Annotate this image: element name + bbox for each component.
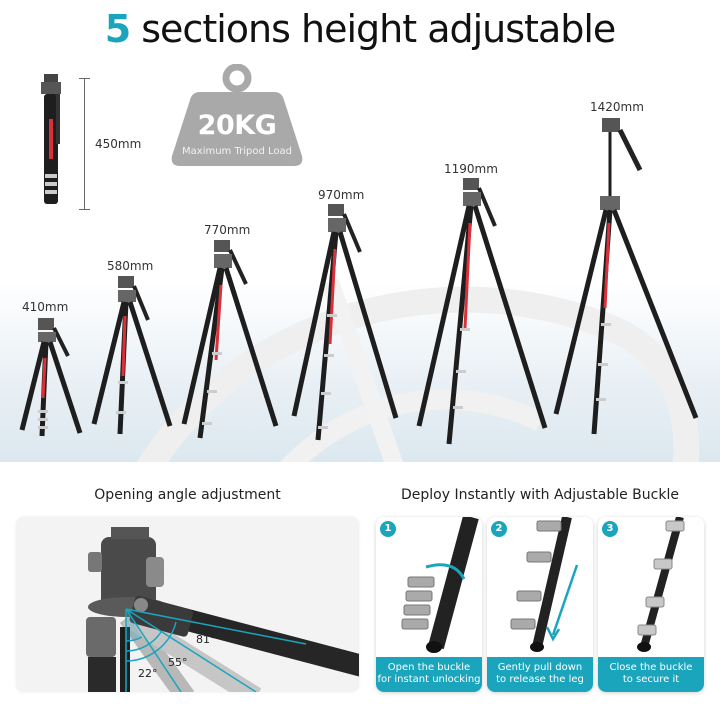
tripod-1190-image: [416, 178, 548, 445]
buckle-step-2-card: 2 Gently pull down to release the leg: [487, 517, 593, 692]
folded-height-label: 450mm: [95, 137, 142, 151]
angle-section-title: Opening angle adjustment: [94, 487, 281, 503]
height-label-770: 770mm: [204, 223, 251, 237]
height-scale-bar: [79, 78, 90, 210]
load-value: 20KG: [197, 110, 277, 141]
tripod-head-angle-image: [86, 527, 359, 692]
title-text: sections height adjustable: [130, 7, 616, 51]
buckle-section-title: Deploy Instantly with Adjustable Buckle: [401, 487, 679, 503]
page-title: 5 sections height adjustable: [0, 6, 720, 52]
height-label-1420: 1420mm: [590, 100, 644, 114]
height-label-1190: 1190mm: [444, 162, 498, 176]
angle-label-22: 22°: [138, 667, 158, 680]
angle-adjustment-card: 22° 55° 81°: [16, 517, 359, 692]
step-3-caption: Close the buckle to secure it: [598, 657, 704, 692]
title-accent-number: 5: [104, 7, 131, 51]
buckle-open-image: [401, 517, 479, 653]
tripod-1420-image: [553, 118, 699, 435]
leg-pull-down-image: [510, 517, 579, 652]
weight-icon: [171, 64, 303, 166]
angle-label-81: 81°: [196, 633, 216, 646]
step-2-badge: 2: [491, 521, 507, 537]
tripod-580-image: [91, 276, 173, 435]
buckle-step-3-card: 3 Close the buckle to secure it: [598, 517, 704, 692]
tripod-970-image: [291, 204, 399, 441]
load-caption: Maximum Tripod Load: [182, 146, 292, 157]
buckle-closed-image: [637, 517, 685, 652]
buckle-step-1-card: 1 Open the buckle for instant unlocking: [376, 517, 482, 692]
height-comparison-panel: 450mm 20KG Maximum Tripod Load 410mm 580…: [0, 62, 720, 462]
tripod-410-image: [19, 318, 83, 437]
step-1-badge: 1: [380, 521, 396, 537]
height-label-410: 410mm: [22, 300, 69, 314]
angle-label-55: 55°: [168, 656, 188, 669]
tripod-770-image: [181, 240, 279, 439]
height-label-580: 580mm: [107, 259, 154, 273]
folded-tripod-image: [41, 74, 61, 204]
height-label-970: 970mm: [318, 188, 365, 202]
step-1-caption: Open the buckle for instant unlocking: [376, 657, 482, 692]
step-3-badge: 3: [602, 521, 618, 537]
load-badge: 20KG Maximum Tripod Load: [162, 64, 312, 168]
step-2-caption: Gently pull down to release the leg: [487, 657, 593, 692]
